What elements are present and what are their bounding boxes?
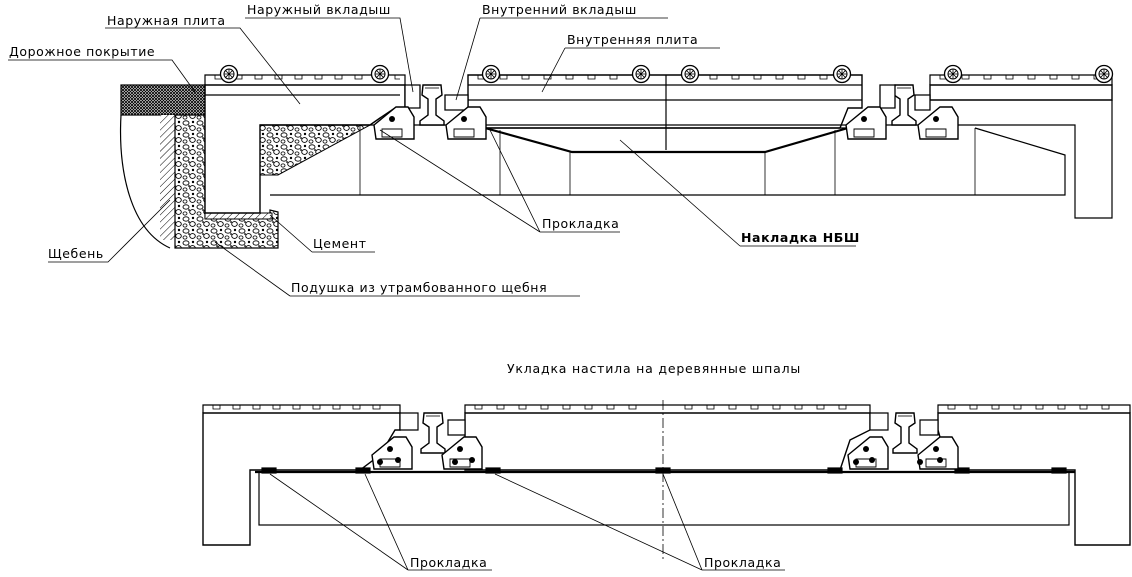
label-pad-top: Прокладка (542, 216, 619, 231)
bolt-head-icon (680, 64, 700, 84)
fastening-block-icon (445, 106, 487, 140)
pad-marker (355, 467, 371, 474)
label-pad-bottom-left: Прокладка (410, 555, 487, 570)
inner-slab (467, 74, 863, 129)
cement-strip (204, 212, 273, 220)
label-road-surface: Дорожное покрытие (9, 44, 155, 59)
bolt-head-icon (832, 64, 852, 84)
gravel-wedge (259, 124, 371, 176)
bottom-fastening-block-icon (917, 436, 959, 470)
bolt-head-icon (219, 64, 239, 84)
bolt-head-icon (943, 64, 963, 84)
road-surface-block (120, 84, 206, 116)
label-outer-insert: Наружный вкладыш (247, 2, 391, 17)
fastening-block-icon (845, 106, 887, 140)
label-outer-slab: Наружная плита (107, 13, 226, 28)
bolt-head-icon (370, 64, 390, 84)
bottom-inner-slab (464, 412, 871, 471)
caption-wooden-sleepers: Укладка настила на деревянные шпалы (507, 361, 801, 376)
pad-marker (261, 467, 277, 474)
bolt-head-icon (1094, 64, 1114, 84)
bottom-fastening-block-icon (441, 436, 483, 470)
label-pad-bottom-right: Прокладка (704, 555, 781, 570)
fastening-block-icon (917, 106, 959, 140)
label-gravel: Щебень (48, 246, 104, 261)
wooden-sleeper (258, 471, 1070, 526)
earth-hatch (160, 115, 175, 240)
label-inner-slab: Внутренняя плита (567, 32, 698, 47)
pad-marker (954, 467, 970, 474)
outer-slab-right (929, 84, 1113, 101)
pad-marker (485, 467, 501, 474)
top-section-drawing (8, 17, 1114, 297)
bottom-rail-left-icon (420, 412, 446, 454)
label-nbsh-plate: Накладка НБШ (741, 230, 860, 245)
rail-left-icon (419, 84, 445, 126)
bolt-head-icon (481, 64, 501, 84)
nbsh-plate (484, 126, 849, 154)
label-cushion: Подушка из утрамбованного щебня (291, 280, 547, 295)
bottom-rail-right-icon (892, 412, 918, 454)
pad-marker (655, 467, 671, 474)
pad-marker (827, 467, 843, 474)
bottom-section-drawing (202, 400, 1131, 571)
pad-marker (1051, 467, 1067, 474)
label-inner-insert: Внутренний вкладыш (482, 2, 637, 17)
label-cement: Цемент (313, 236, 367, 251)
bolt-head-icon (631, 64, 651, 84)
outer-insert-left (404, 84, 421, 109)
